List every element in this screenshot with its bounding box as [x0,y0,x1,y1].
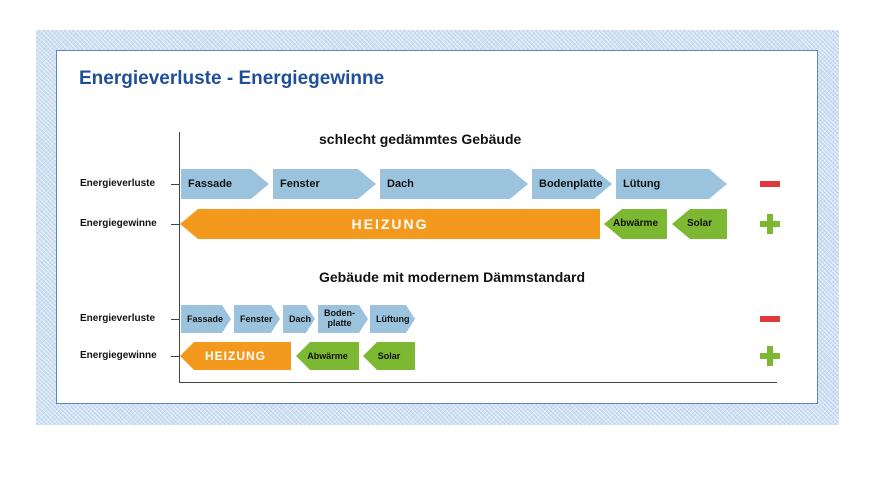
tick-gains-poor [171,224,179,225]
row-label-gains-modern: Energiegewinne [80,350,157,361]
loss-arrow-dach: Dach [380,169,528,199]
tick-gains-modern [171,356,179,357]
gain-arrow-abwaerme-modern: Abwärme [296,342,359,370]
loss-arrow-bodenplatte-modern: Boden- platte [318,305,368,333]
loss-arrow-fassade: Fassade [181,169,269,199]
loss-arrow-fenster: Fenster [273,169,376,199]
row-label-losses-modern: Energieverluste [80,313,156,324]
minus-icon [760,181,780,187]
loss-arrow-luetung: Lütung [616,169,727,199]
loss-arrow-fenster-modern: Fenster [234,305,280,333]
tick-losses-poor [171,184,179,185]
loss-arrow-lueftung-modern: Lüftung [370,305,415,333]
horizontal-axis [179,382,777,383]
heating-arrow-poor: HEIZUNG [180,209,600,239]
section-heading-poor: schlecht gedämmtes Gebäude [319,131,522,147]
section-heading-modern: Gebäude mit modernem Dämmstandard [319,269,586,285]
row-label-losses-poor: Energieverluste [80,178,156,189]
loss-arrow-fassade-modern: Fassade [181,305,231,333]
vertical-axis [179,132,180,383]
page-title: Energieverluste - Energiegewinne [79,68,385,89]
plus-icon [760,214,780,234]
plus-icon [760,346,780,366]
loss-arrow-bodenplatte: Bodenplatte [532,169,612,199]
row-label-gains-poor: Energiegewinne [80,218,157,229]
heating-arrow-modern: HEIZUNG [180,342,291,370]
minus-icon [760,316,780,322]
tick-losses-modern [171,319,179,320]
